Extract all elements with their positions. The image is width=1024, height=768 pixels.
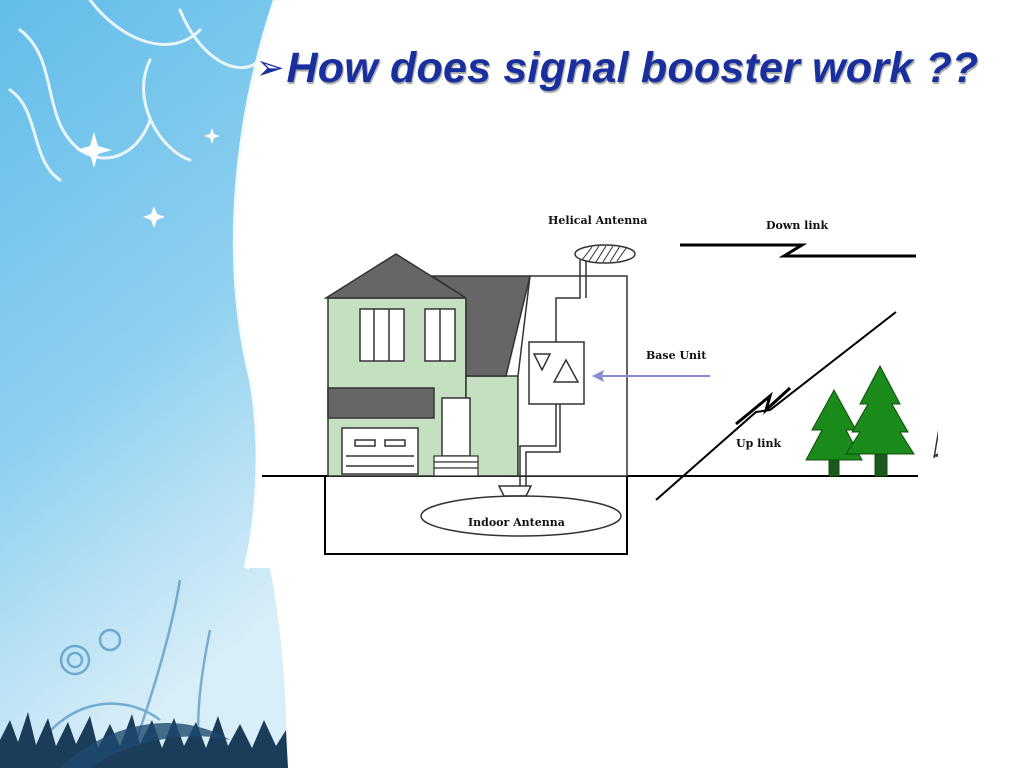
base-unit-icon: [528, 341, 585, 405]
side-roof: [429, 275, 531, 377]
title-row: ➢ How does signal booster work ??: [256, 40, 1022, 96]
indoor-antenna-icon: [420, 485, 622, 537]
tree-icon: [845, 364, 915, 477]
title-bullet-arrow-icon: ➢: [256, 49, 285, 87]
uplink-bolt: [735, 386, 792, 426]
front-door: [441, 397, 471, 457]
window: [424, 308, 456, 362]
down-link-label: Down link: [766, 219, 829, 232]
garage-awning: [327, 387, 435, 419]
base-unit-label: Base Unit: [646, 349, 707, 362]
tree-icon: [805, 388, 863, 477]
door-steps: [433, 455, 479, 477]
base-unit-arrow: [592, 370, 710, 382]
helical-antenna-label: Helical Antenna: [548, 214, 647, 227]
helical-antenna-icon: [574, 244, 636, 264]
garage-door: [341, 427, 419, 475]
window: [359, 308, 405, 362]
downlink-lightning-icon: [680, 243, 916, 258]
cell-tower-icon: [933, 429, 938, 459]
page-title: How does signal booster work ??: [286, 43, 979, 92]
up-link-label: Up link: [736, 437, 781, 450]
indoor-antenna-label: Indoor Antenna: [468, 516, 565, 529]
signal-booster-diagram: Helical Antenna Down link Base Unit Up l…: [262, 214, 938, 555]
uplink-lightning-icon: [655, 311, 897, 501]
house-basement: [324, 475, 628, 555]
sparkle-icon: [76, 128, 220, 228]
sidebar-decoration: [0, 0, 288, 768]
